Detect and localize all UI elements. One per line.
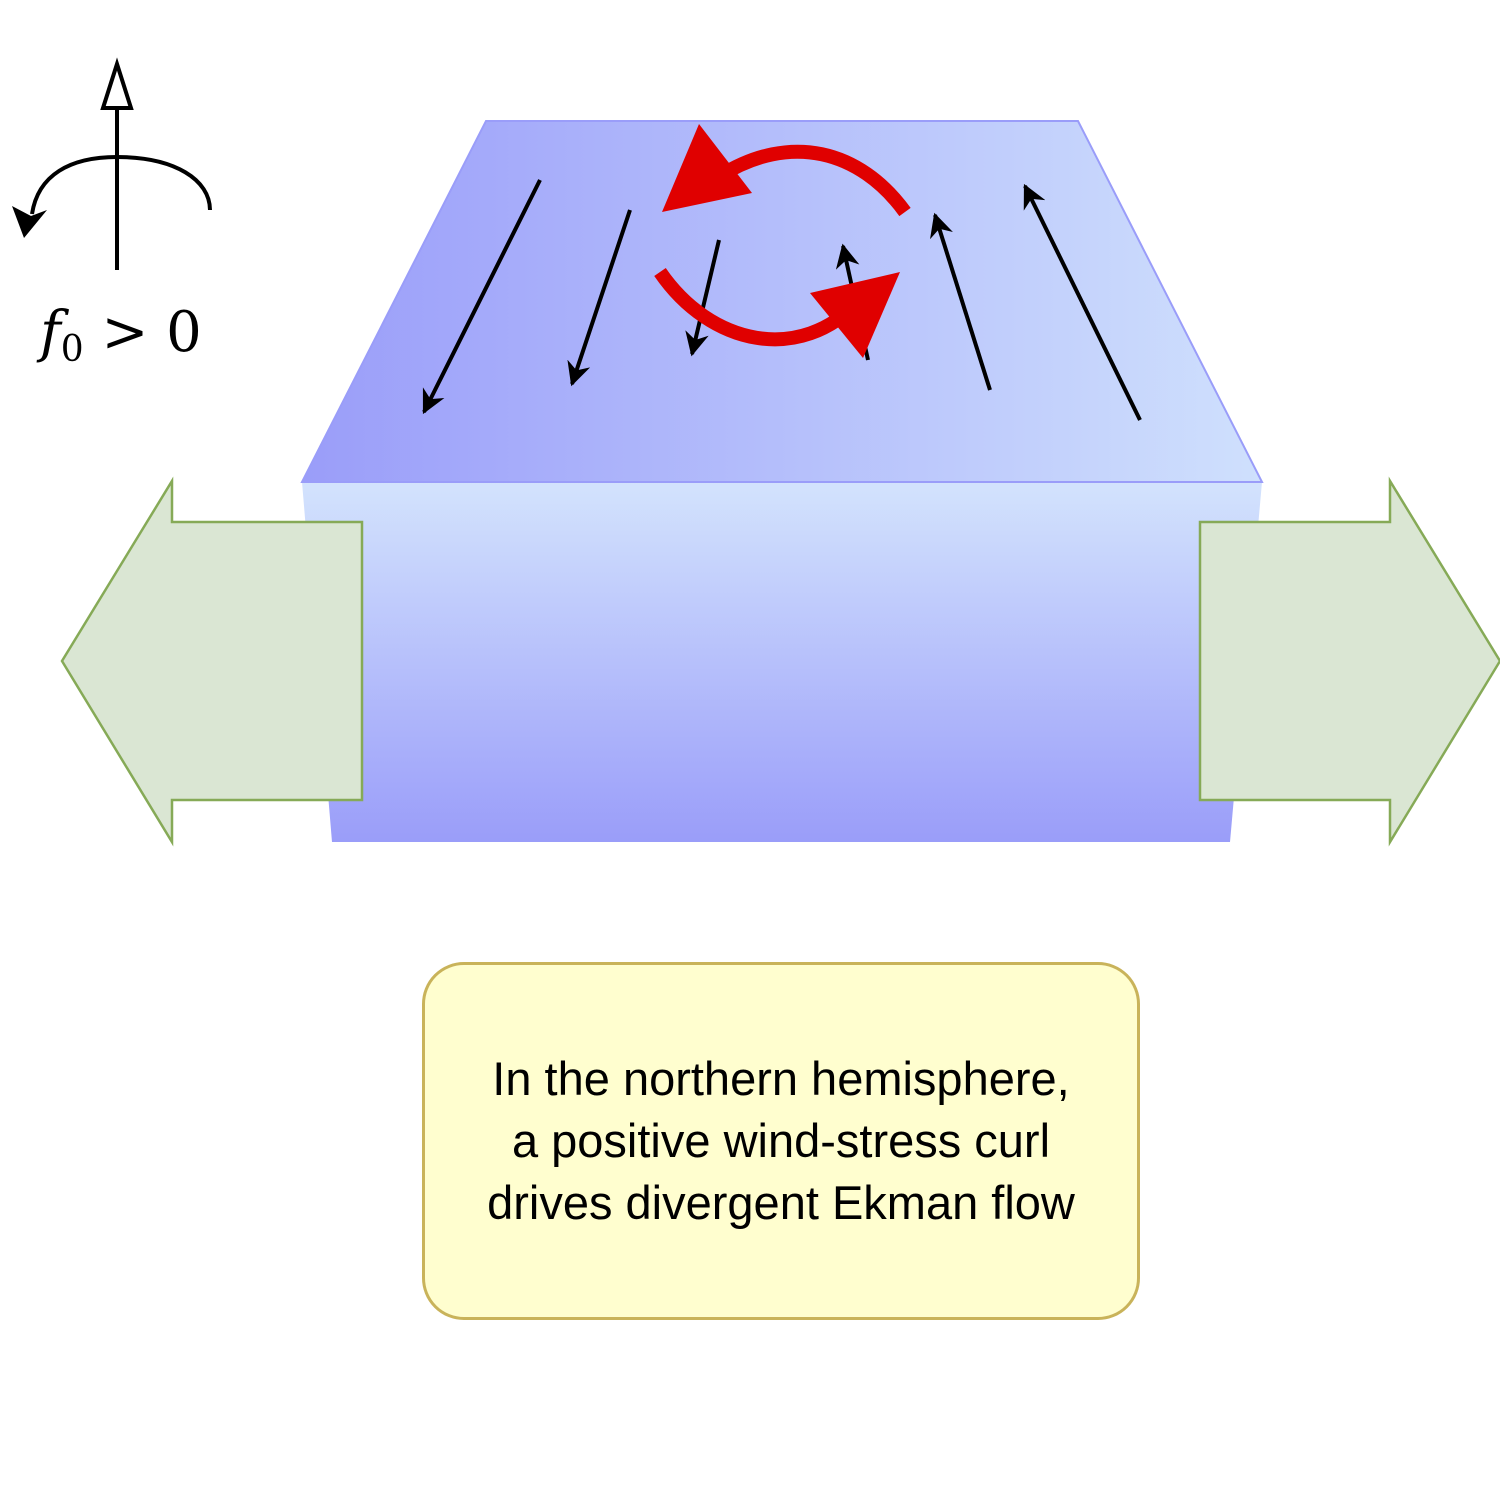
ocean-box (300, 120, 1264, 842)
rotation-arc-head-icon (12, 206, 47, 238)
left-outflow-arrow-icon (60, 476, 364, 847)
rotation-axis-icon (12, 57, 212, 270)
wind-arrow-left-long-icon (422, 179, 542, 415)
caption-line-1: In the northern hemisphere, (492, 1052, 1070, 1105)
curl-circulation-icon (654, 124, 911, 358)
coriolis-subscript: 0 (60, 329, 84, 370)
coriolis-variable: f (40, 300, 61, 365)
wind-arrow-right-mid-icon (930, 212, 992, 391)
caption-box: In the northern hemisphere, a positive w… (422, 962, 1140, 1320)
coriolis-parameter-label: f0 > 0 (40, 300, 202, 370)
rotation-arc-icon (30, 154, 212, 215)
curl-arrow-top-head-icon (662, 124, 752, 212)
caption-line-2: a positive wind-stress curl (511, 1114, 1051, 1167)
wind-arrow-left-mid-icon (567, 209, 632, 387)
wind-arrow-left-short-icon (685, 239, 721, 357)
coriolis-relation: > 0 (83, 300, 202, 365)
caption-line-3: drives divergent Ekman flow (487, 1176, 1075, 1229)
right-outflow-arrow-icon (1198, 476, 1500, 847)
ocean-box-front-face (302, 482, 1262, 842)
curl-arrow-top-icon (716, 144, 911, 217)
rotation-axis-head-icon (100, 57, 134, 110)
ocean-box-top-face (300, 120, 1264, 483)
wind-arrow-right-long-icon (1023, 183, 1142, 421)
curl-arrow-bottom-head-icon (810, 272, 900, 358)
